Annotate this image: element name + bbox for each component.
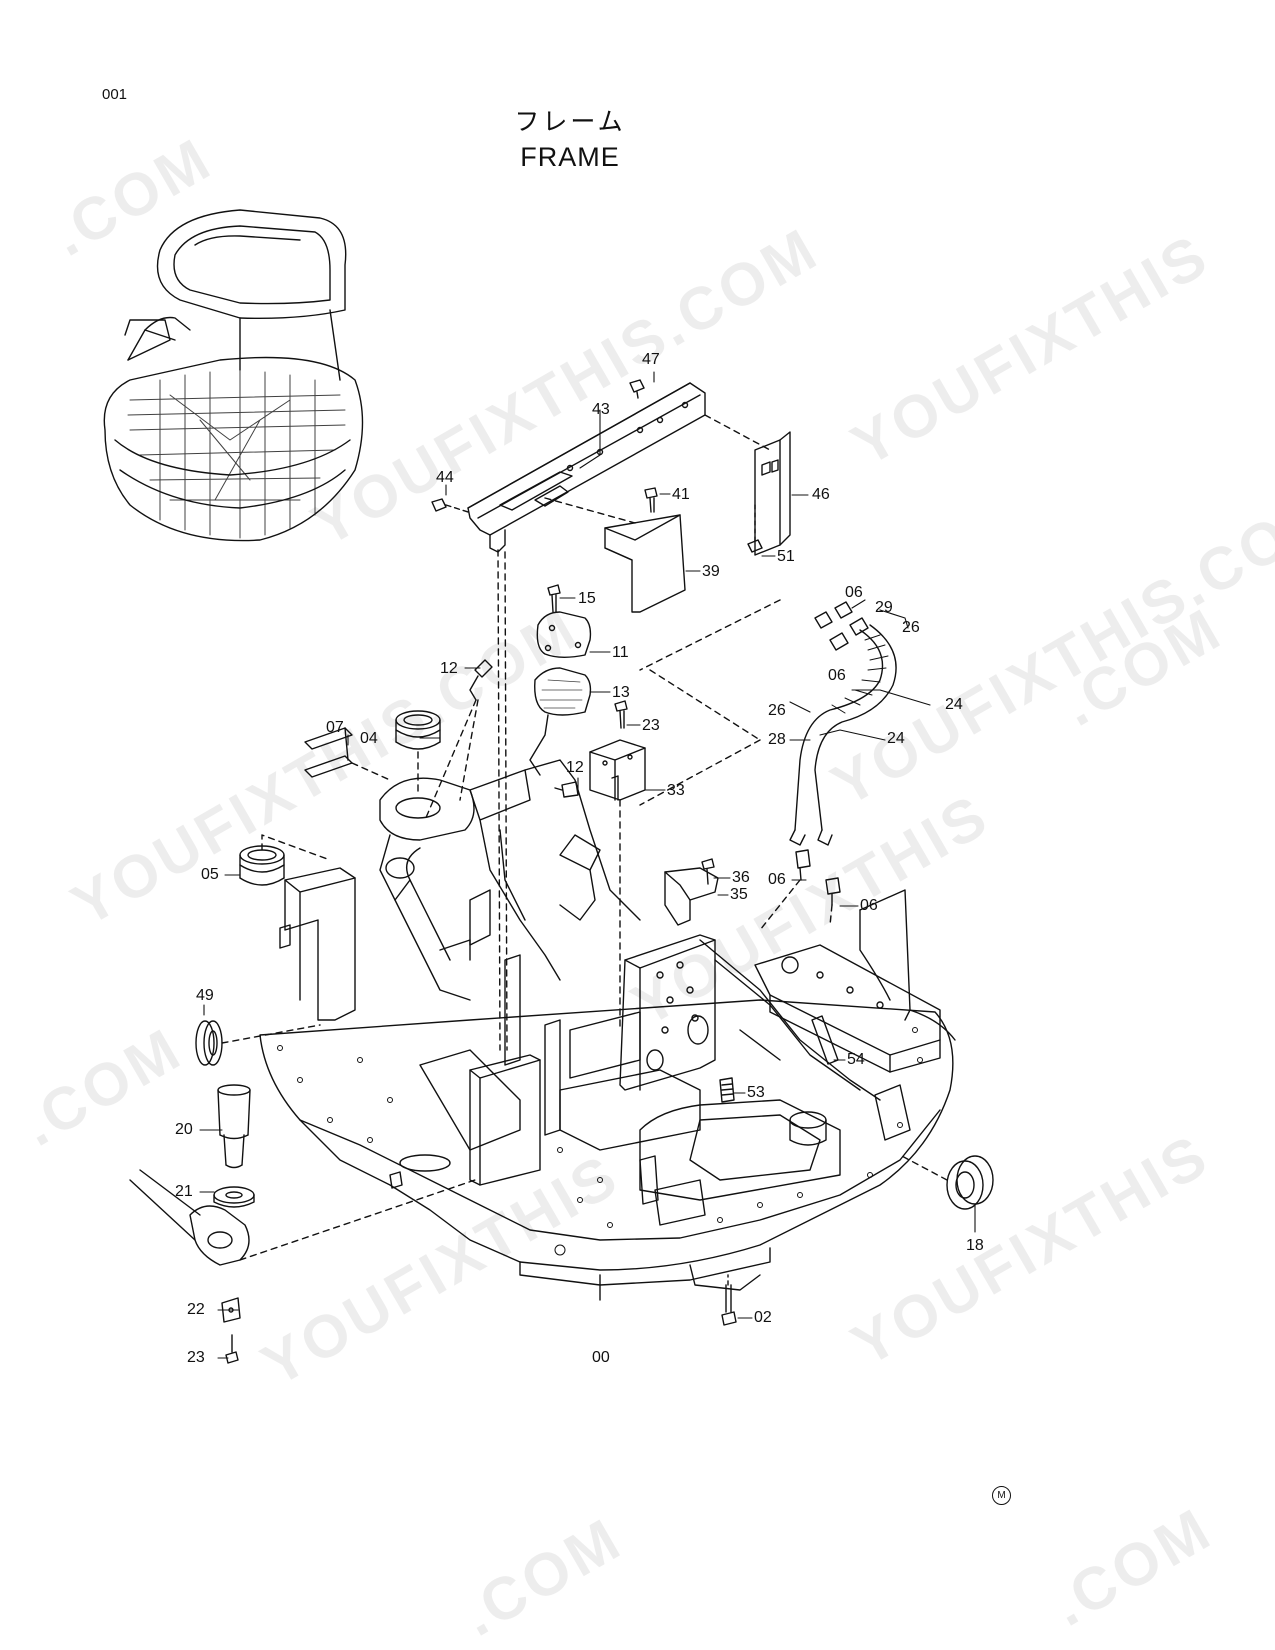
part-12-fitting — [554, 781, 579, 798]
callout-44: 44 — [436, 469, 454, 486]
title-japanese: フレーム — [514, 107, 626, 136]
callout-49: 49 — [196, 987, 214, 1004]
part-51 — [747, 539, 763, 553]
callout-35: 35 — [730, 886, 748, 903]
part-23-bolt — [225, 1334, 239, 1364]
part-06-fitting — [795, 849, 811, 881]
callout-53: 53 — [747, 1084, 765, 1101]
callout-46: 46 — [812, 486, 830, 503]
part-06-fitting — [825, 877, 841, 906]
part-39-cover — [604, 514, 686, 613]
callout-23: 23 — [642, 717, 660, 734]
cylinder-end — [129, 1169, 476, 1266]
callout-12: 12 — [566, 759, 584, 776]
callout-21: 21 — [175, 1183, 193, 1200]
callout-06: 06 — [860, 897, 878, 914]
part-47-bolt — [629, 379, 645, 399]
part-21-washer — [213, 1186, 255, 1208]
callout-51: 51 — [777, 548, 795, 565]
part-18-seal — [899, 1154, 994, 1210]
part-35-bracket — [664, 867, 719, 926]
part-05-bushing — [239, 845, 285, 886]
callout-13: 13 — [612, 684, 630, 701]
part-46-bracket — [754, 431, 791, 556]
callout-06: 06 — [828, 667, 846, 684]
callout-20: 20 — [175, 1121, 193, 1138]
callout-26: 26 — [902, 619, 920, 636]
part-43-rail — [467, 382, 706, 553]
part-44-bolt — [431, 498, 469, 513]
part-23-bolt — [614, 700, 628, 729]
callout-12: 12 — [440, 660, 458, 677]
callout-29: 29 — [875, 599, 893, 616]
part-33-block — [589, 739, 646, 801]
leader-lines — [199, 371, 976, 1359]
part-41-bolt — [644, 487, 658, 513]
callout-41: 41 — [672, 486, 690, 503]
callout-33: 33 — [667, 782, 685, 799]
title-block: フレーム FRAME — [440, 102, 700, 173]
part-53 — [719, 1077, 735, 1103]
callout-36: 36 — [732, 869, 750, 886]
callout-23: 23 — [187, 1349, 205, 1366]
page-number: 001 — [102, 86, 128, 103]
model-mark: M — [992, 1486, 1011, 1505]
part-04-bushing — [395, 710, 441, 750]
callout-06: 06 — [845, 584, 863, 601]
callout-00: 00 — [592, 1349, 610, 1366]
callout-24: 24 — [945, 696, 963, 713]
part-02-bolt — [721, 1284, 737, 1326]
callout-22: 22 — [187, 1301, 205, 1318]
part-00-main-frame — [259, 759, 956, 1291]
title-english: FRAME — [520, 142, 620, 172]
callout-43: 43 — [592, 401, 610, 418]
callout-47: 47 — [642, 351, 660, 368]
callout-04: 04 — [360, 730, 378, 747]
part-12-fitting — [469, 659, 493, 701]
callout-39: 39 — [702, 563, 720, 580]
part-20-pin — [217, 1084, 251, 1169]
callout-11: 11 — [612, 644, 629, 661]
callout-54: 54 — [847, 1051, 865, 1068]
callout-05: 05 — [201, 866, 219, 883]
callout-24: 24 — [887, 730, 905, 747]
callout-02: 02 — [754, 1309, 772, 1326]
part-36-bolt — [701, 858, 715, 885]
callout-06: 06 — [768, 871, 786, 888]
callout-15: 15 — [578, 590, 596, 607]
part-15-bolt — [547, 584, 561, 613]
callout-07: 07 — [326, 719, 344, 736]
part-13-pad — [534, 667, 592, 716]
part-49-seal — [195, 1020, 321, 1066]
part-11-plate — [536, 611, 592, 658]
machine-thumbnail — [103, 209, 364, 542]
callout-26: 26 — [768, 702, 786, 719]
callout-18: 18 — [966, 1237, 984, 1254]
callout-28: 28 — [768, 731, 786, 748]
hose-assembly — [639, 599, 897, 846]
